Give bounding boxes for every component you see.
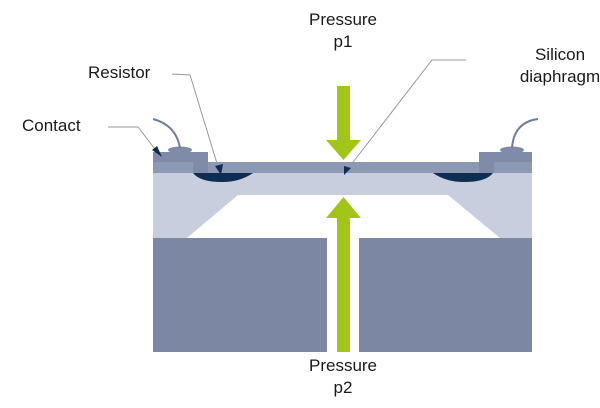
silicon-body [153,173,532,238]
diaphragm-line1: Silicon [534,45,586,64]
resistor-label: Resistor [88,63,151,82]
resistor-right [433,173,493,182]
pointer-contact [152,146,162,157]
leader-diaphragm [346,59,466,171]
pressure-p1-sub: p1 [333,32,353,51]
arrow-pressure-p2 [326,197,361,352]
contact-left [153,152,208,173]
pressure-p1-label: Pressure p1 [293,9,393,53]
base-block-left [153,238,327,352]
pressure-p2-label: Pressure p2 [293,355,393,399]
contact-label: Contact [22,116,81,135]
pointer-resistor [215,164,223,175]
silicon-diaphragm-label: Silicon diaphragm [505,44,600,88]
resistor-left [193,173,253,182]
pressure-p1-title: Pressure [308,10,378,29]
pressure-p2-sub: p2 [333,378,353,397]
diaphragm-line2: diaphragm [519,67,600,86]
leader-resistor [171,73,220,171]
bond-wire-right [511,118,539,149]
bond-pad-left [168,146,192,154]
bond-wire-left [152,118,181,149]
base-block-right [359,238,532,352]
pressure-p2-title: Pressure [308,356,378,375]
pointer-diaphragm [344,166,351,175]
leader-contact [108,126,159,154]
arrow-pressure-p1 [326,86,361,160]
contact-right [479,152,532,173]
bond-pad-right [500,146,524,154]
diaphragm-top-layer [153,162,532,173]
